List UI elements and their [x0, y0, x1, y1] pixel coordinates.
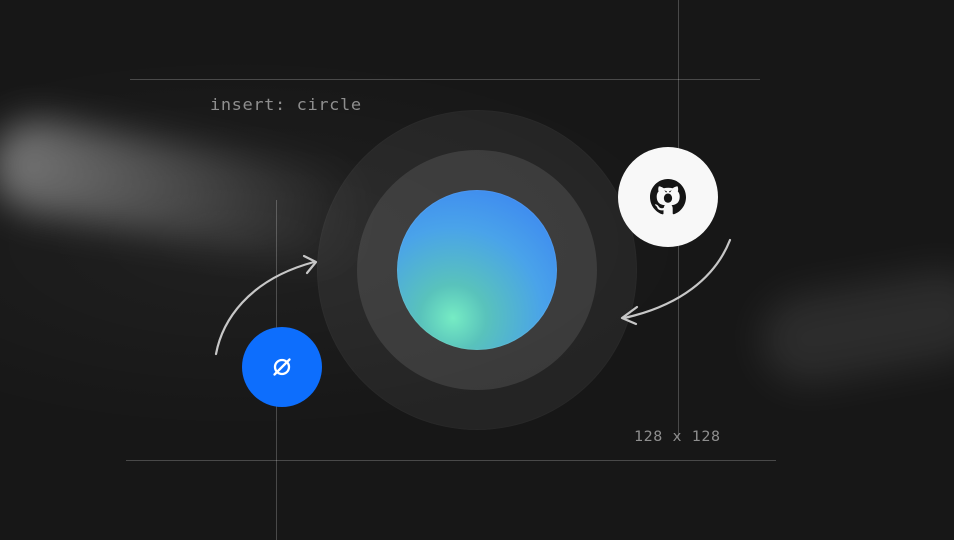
size-label: 128 x 128 — [634, 427, 721, 445]
right-glow — [753, 262, 954, 392]
gradient-circle — [397, 190, 557, 350]
insert-circle-button[interactable] — [242, 327, 322, 407]
empty-set-icon — [273, 358, 291, 376]
bottom-guide-line — [126, 460, 776, 461]
top-guide-line — [130, 79, 760, 80]
github-button[interactable] — [618, 147, 718, 247]
insert-label: insert: circle — [210, 95, 362, 115]
github-icon — [650, 179, 686, 215]
